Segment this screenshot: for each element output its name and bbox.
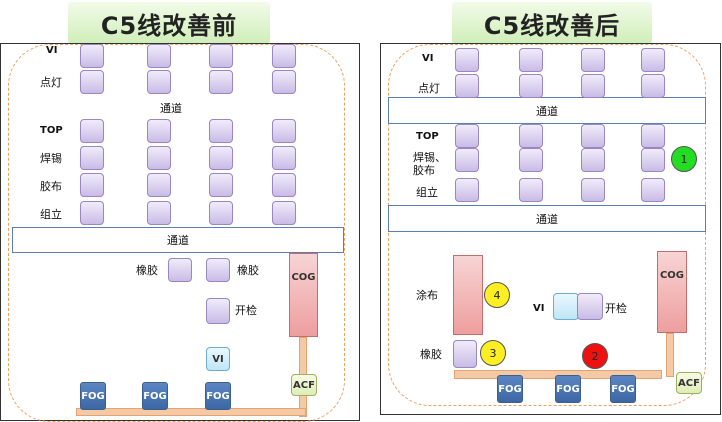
row-label-top-after: TOP [416,131,439,142]
before-station-r2-c2 [147,70,171,94]
before-station-r3-c2 [147,119,171,143]
fog-station-after-2: FOG [555,375,581,403]
after-station-r2-c3 [581,74,605,98]
improvement-marker-4: 4 [484,282,510,308]
before-station-r3-c4 [272,119,296,143]
acf-station-before: ACF [291,374,317,396]
before-station-r1-c3 [209,44,233,68]
after-station-r5-c1 [455,178,479,202]
before-station-r6-c2 [147,201,171,225]
fog-station-after-1: FOG [497,375,523,403]
before-station-r2-c4 [272,70,296,94]
before-station-r4-c4 [272,146,296,170]
row-label-tape: 胶布 [40,180,62,193]
rubber-label-after: 橡胶 [420,348,442,361]
after-station-r3-c2 [519,124,543,148]
row-label-assembly-after: 组立 [416,186,438,199]
inspect-station-before [206,298,230,324]
vi-station-after [553,293,579,320]
fog-station-after-3: FOG [610,375,636,403]
after-station-r3-c4 [641,124,665,148]
after-station-r4-c3 [581,148,605,172]
after-station-r4-c1 [455,148,479,172]
before-station-r5-c4 [272,173,296,197]
rubber-label-right: 橡胶 [237,264,259,277]
after-station-r4-c4 [641,148,665,172]
rubber-station-left [168,258,192,282]
after-station-r3-c3 [581,124,605,148]
after-station-r3-c1 [455,124,479,148]
before-station-r6-c3 [209,201,233,225]
after-station-r1-c2 [519,48,543,72]
rubber-label-left: 橡胶 [136,264,158,277]
row-label-solder-tape-after: 焊锡、 胶布 [413,151,446,177]
rubber-station-after [453,340,477,368]
before-station-r5-c3 [209,173,233,197]
inspect-label-before: 开检 [235,304,257,317]
before-station-r2-c1 [80,70,104,94]
after-station-r5-c3 [581,178,605,202]
after-station-r5-c2 [519,178,543,202]
fog-station-before-1: FOG [80,382,106,410]
before-station-r1-c1 [80,44,104,68]
inspect-label-after: 开检 [605,302,627,315]
channel-label-middle: 通道 [160,102,182,115]
vi-station-before: VI [206,347,230,371]
before-station-r5-c2 [147,173,171,197]
coating-machine [453,255,483,335]
row-label-vi-after: VI [422,53,434,64]
improvement-marker-2: 2 [582,343,608,369]
coating-label: 涂布 [416,289,438,302]
after-station-r5-c4 [641,178,665,202]
row-label-top: TOP [40,125,63,136]
row-label-soldering: 焊锡 [40,152,62,165]
row-label-vi: VI [46,45,58,56]
row-label-lighting-after: 点灯 [418,82,440,95]
conveyor-horizontal-before [76,408,306,416]
row-label-assembly: 组立 [40,208,62,221]
before-station-r3-c1 [80,119,104,143]
improvement-marker-1: 1 [671,146,697,172]
after-station-r1-c1 [455,48,479,72]
fog-station-before-2: FOG [142,382,168,410]
before-station-r4-c3 [209,146,233,170]
before-station-r1-c4 [272,44,296,68]
row-label-lighting: 点灯 [40,76,62,89]
title-after: C5线改善后 [452,2,652,44]
cog-machine-after: COG [657,251,687,333]
before-station-r2-c3 [209,70,233,94]
vi-label-after: VI [533,303,545,314]
before-station-r3-c3 [209,119,233,143]
after-station-r1-c4 [641,48,665,72]
conveyor-vertical-after [666,333,674,377]
after-station-r2-c1 [455,74,479,98]
before-station-r4-c2 [147,146,171,170]
before-station-r6-c1 [80,201,104,225]
inspect-station-after [577,293,603,320]
after-station-r2-c2 [519,74,543,98]
rubber-station-right [206,258,230,282]
fog-station-before-3: FOG [205,382,231,410]
improvement-marker-3: 3 [480,340,506,366]
after-station-r1-c3 [581,48,605,72]
channel-band-after-top: 通道 [388,97,706,124]
before-station-r5-c1 [80,173,104,197]
channel-band-after-bottom: 通道 [388,205,706,232]
title-before: C5线改善前 [68,2,270,44]
before-station-r1-c2 [147,44,171,68]
after-station-r2-c4 [641,74,665,98]
before-station-r6-c4 [272,201,296,225]
before-station-r4-c1 [80,146,104,170]
cog-machine-before: COG [289,253,318,337]
channel-band-before: 通道 [12,227,344,253]
acf-station-after: ACF [676,372,702,394]
after-station-r4-c2 [519,148,543,172]
